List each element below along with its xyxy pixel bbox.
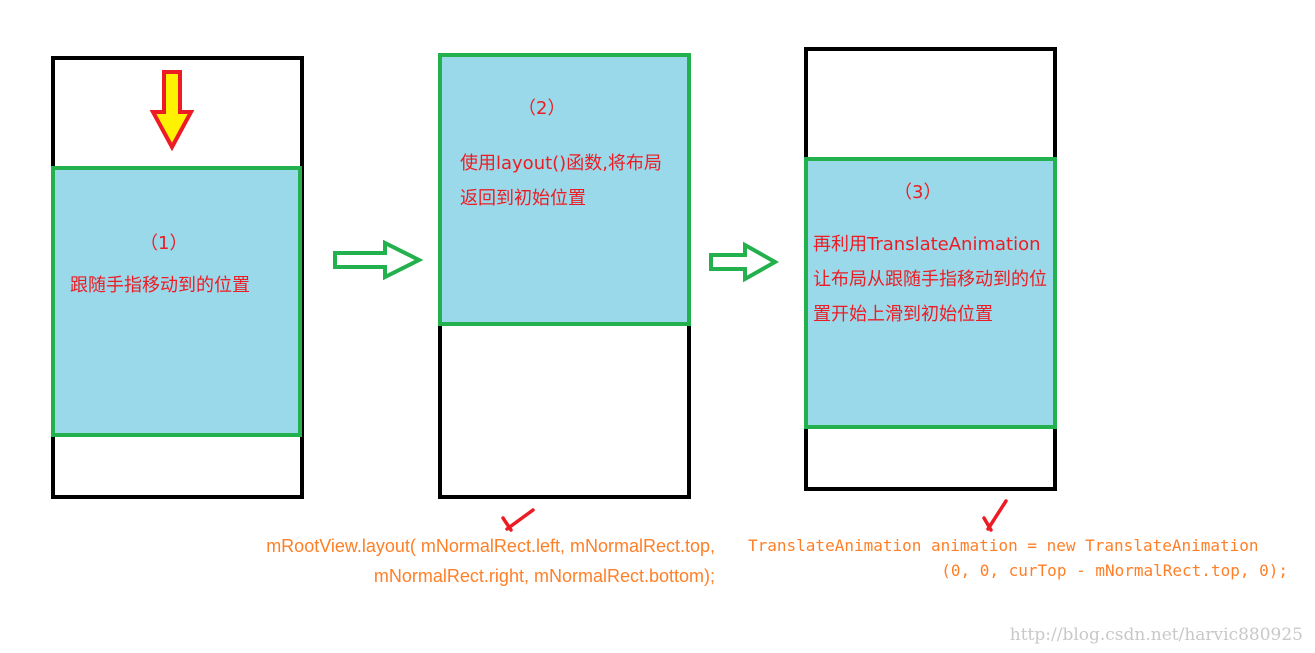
- step2-description-line: 使用layout()函数,将布局: [460, 153, 662, 174]
- step3-code-line: TranslateAnimation animation = new Trans…: [748, 536, 1259, 555]
- step3-code: TranslateAnimation animation = new Trans…: [748, 533, 1288, 583]
- step2-label: （2）: [518, 98, 566, 119]
- step2-code-line: mNormalRect.right, mNormalRect.bottom);: [373, 566, 715, 586]
- down-arrow-icon: [149, 70, 195, 152]
- step3-description-line: 置开始上滑到初始位置: [813, 304, 993, 325]
- step2-description: 使用layout()函数,将布局 返回到初始位置: [460, 146, 662, 216]
- layout-panel-2: [438, 53, 691, 326]
- step1-description-line: 跟随手指移动到的位置: [70, 275, 250, 296]
- step3-description-line: 让布局从跟随手指移动到的位: [813, 269, 1047, 290]
- layout-panel-1: [51, 166, 302, 437]
- layout-panel-3: [804, 157, 1057, 429]
- down-arrow-shape: [149, 70, 195, 152]
- check-mark-stroke: [501, 508, 535, 532]
- check-mark-icon: [982, 499, 1008, 532]
- step3-description: 再利用TranslateAnimation 让布局从跟随手指移动到的位 置开始上…: [813, 227, 1047, 332]
- step3-label: （3）: [894, 182, 942, 203]
- step3-description-line: 再利用TranslateAnimation: [813, 234, 1041, 255]
- step1-label: （1）: [140, 233, 188, 254]
- right-arrow-shape: [333, 239, 424, 281]
- step2-code-line: mRootView.layout( mNormalRect.left, mNor…: [266, 536, 715, 556]
- step1-description: 跟随手指移动到的位置: [70, 268, 250, 303]
- step3-code-line: (0, 0, curTop - mNormalRect.top, 0);: [941, 561, 1288, 580]
- right-arrow-icon: [333, 239, 424, 281]
- check-mark-stroke: [982, 499, 1008, 532]
- step2-description-line: 返回到初始位置: [460, 188, 586, 209]
- check-mark-icon: [501, 508, 535, 532]
- right-arrow-icon: [709, 241, 780, 283]
- right-arrow-shape: [709, 241, 780, 283]
- step2-code: mRootView.layout( mNormalRect.left, mNor…: [195, 531, 715, 591]
- watermark: http://blog.csdn.net/harvic880925: [1009, 625, 1303, 645]
